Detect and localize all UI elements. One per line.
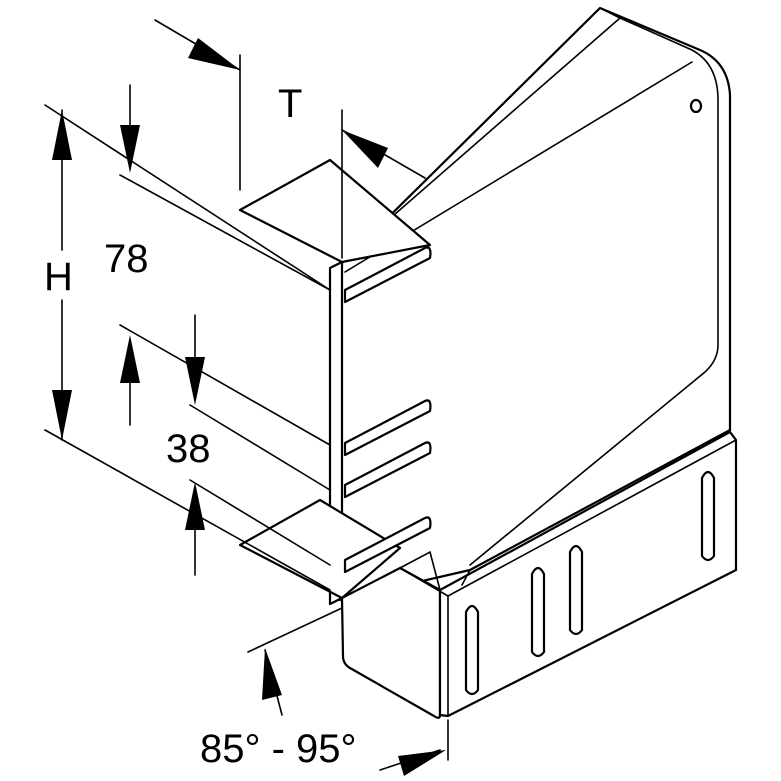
arrow-38-bottom bbox=[185, 482, 205, 530]
arrow-38-top bbox=[185, 357, 205, 405]
arrow-78-bottom bbox=[120, 335, 140, 383]
side-panel-contour bbox=[469, 7, 719, 566]
arrow-h-top bbox=[52, 110, 72, 160]
lower-box-top-edge bbox=[399, 567, 449, 597]
arrow-angle-left bbox=[262, 648, 282, 700]
lower-box-front bbox=[340, 566, 442, 719]
lower-notch bbox=[399, 550, 441, 591]
front-slots bbox=[343, 246, 432, 574]
arrowheads bbox=[52, 38, 446, 776]
bottom-flap bbox=[238, 498, 402, 600]
arrow-t-right bbox=[342, 130, 388, 168]
lower-box-join bbox=[461, 569, 471, 586]
label-78: 78 bbox=[104, 237, 149, 281]
label-38: 38 bbox=[166, 427, 211, 471]
top-flap-edge bbox=[239, 209, 343, 263]
side-panel bbox=[338, 6, 732, 602]
lower-ribs bbox=[464, 470, 716, 696]
arrow-h-bottom bbox=[52, 390, 72, 440]
label-h: H bbox=[44, 255, 73, 299]
label-t: T bbox=[278, 82, 302, 126]
lower-box-side bbox=[438, 430, 738, 718]
label-angle: 85° - 95° bbox=[200, 727, 357, 771]
dimension-lines bbox=[44, 19, 449, 771]
arrow-t-left bbox=[188, 38, 240, 70]
arrow-78-top bbox=[120, 125, 140, 173]
lower-box-top-edge-2 bbox=[447, 439, 737, 597]
arrow-angle-right bbox=[398, 750, 446, 776]
screw-hole bbox=[689, 98, 703, 114]
